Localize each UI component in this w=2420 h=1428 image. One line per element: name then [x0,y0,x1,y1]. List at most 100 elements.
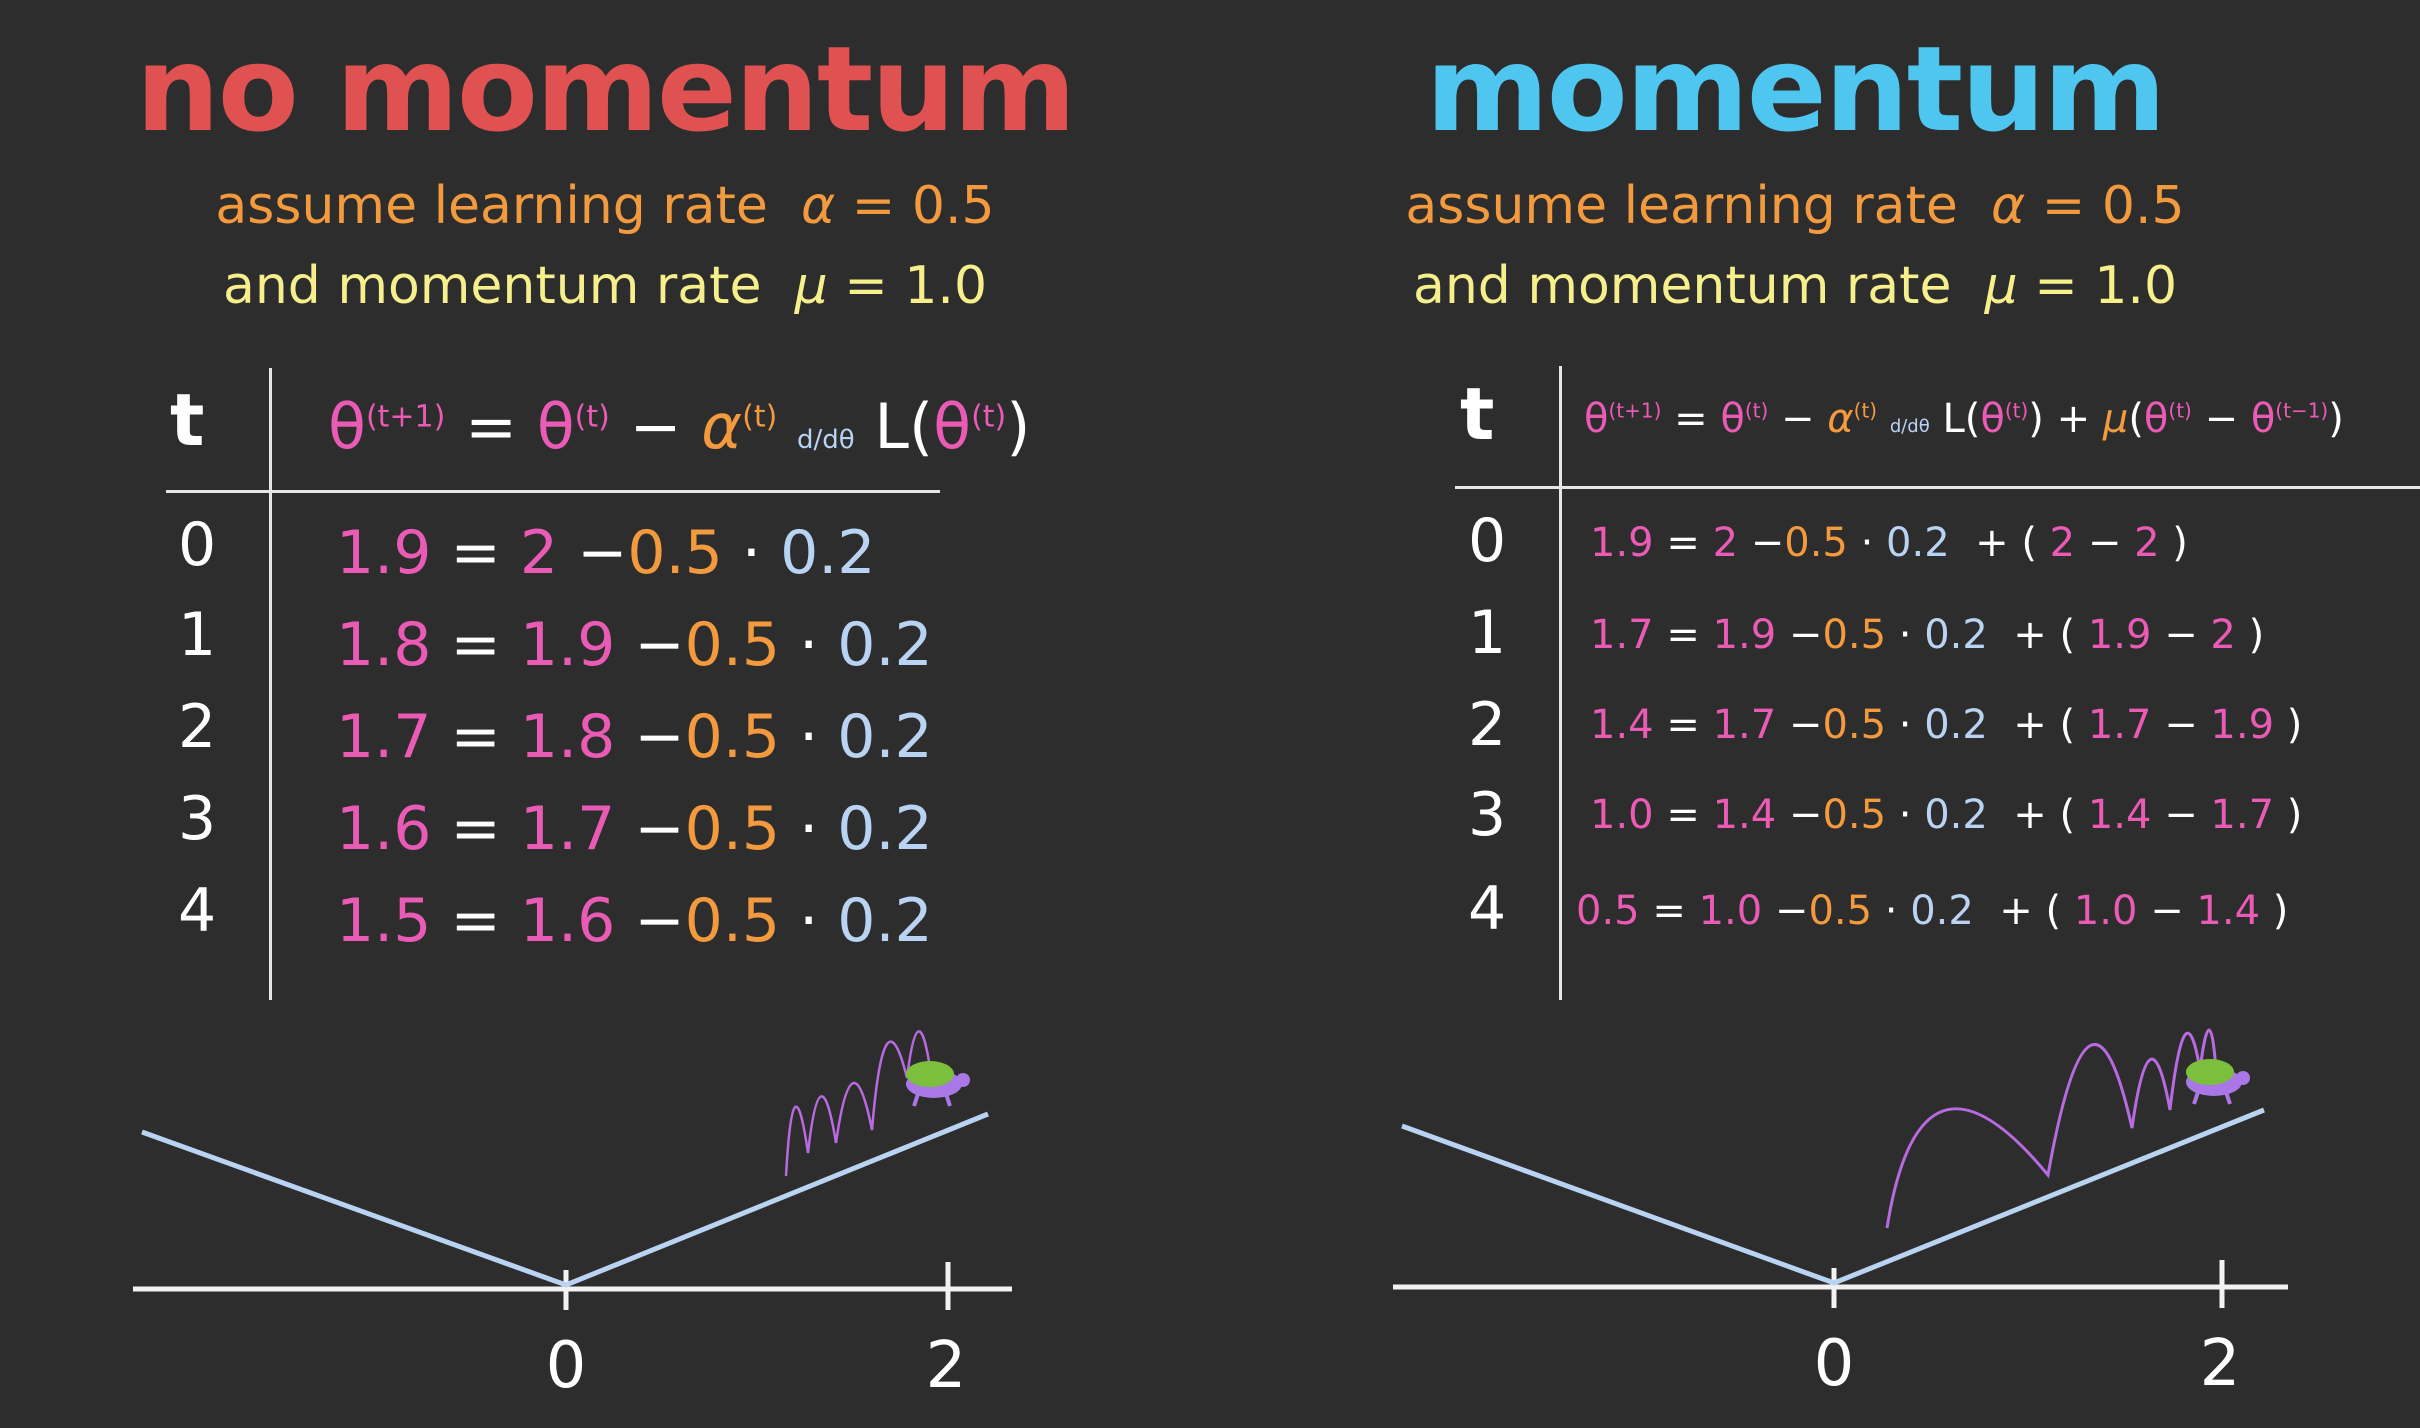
sup-in: (t) [971,399,1007,435]
row-alpha: 0.5 [1784,520,1848,566]
table-header-rule [166,490,940,493]
row-dot: · [1898,612,1912,658]
turtle-icon [2186,1059,2250,1105]
row-dot: · [741,518,761,588]
sup-b: (t−1) [2275,398,2329,423]
momentum-rate-label: and momentum rate [222,256,762,316]
row-open: ( [2021,520,2037,566]
row-plus: + [1999,888,2033,934]
no-momentum-panel: no momentum assume learning rate α = 0.5… [0,20,1210,1403]
row-minus: − [634,794,685,864]
row-theta: 1.7 [519,794,616,864]
sup-next: (t+1) [365,399,446,435]
row-grad: 0.2 [1886,520,1950,566]
learning-rate-value: = 0.5 [851,176,995,236]
row-minus: − [577,518,628,588]
loss-open: L( [1942,396,1981,442]
t-value: 4 [1468,874,1507,944]
loss-curve-diagram: 0 2 [1393,1028,2288,1401]
mu-term: μ [2102,396,2129,442]
row-alpha: 0.5 [1822,792,1887,838]
t-value: 2 [1468,690,1507,760]
t-value: 1 [178,600,217,670]
row-b: 2 [2210,612,2236,658]
row-alpha: 0.5 [684,886,781,956]
momentum-title: momentum [1425,20,2166,158]
row-eq: = [1666,792,1700,838]
formula-minus: − [1781,396,1815,442]
row-eq: = [1666,702,1700,748]
row-dot: · [799,794,819,864]
row-minus: − [634,886,685,956]
momentum-rate-line: and momentum rate μ = 1.0 [1190,256,2400,316]
row-grad: 0.2 [837,702,933,772]
row-dot: · [799,702,819,772]
t-value: 2 [178,692,217,762]
table-row: 1.5 = 1.6 −0.5 · 0.2 [336,886,933,956]
row-grad: 0.2 [1910,888,1974,934]
row-lhs: 1.6 [336,794,432,864]
row-close: ) [2248,612,2265,658]
row-eq: = [450,794,501,864]
learning-rate-line: assume learning rate α = 0.5 [1190,176,2400,236]
row-b: 2 [2134,520,2160,566]
momentum-update-formula: θ(t+1) = θ(t) − α(t) d/dθ L(θ(t)) + μ(θ(… [1584,396,2344,442]
row-eq: = [450,886,501,956]
table-column-rule [1559,366,1562,1000]
derivative: d/dθ [797,425,855,455]
theta-in: θ [933,390,972,463]
no-momentum-title: no momentum [135,20,1077,158]
row-alpha: 0.5 [1822,702,1887,748]
row-minus: − [1788,612,1823,658]
row-m: − [2164,702,2198,748]
row-eq: = [1652,888,1686,934]
row-minus: − [1750,520,1785,566]
table-row: 1.7 = 1.8 −0.5 · 0.2 [336,702,933,772]
row-theta: 2 [1712,520,1739,566]
table-header-rule [1455,486,2420,489]
theta-next: θ [328,390,366,463]
row-plus: + [1975,520,2009,566]
formula-minus: − [629,390,682,463]
row-theta: 1.8 [519,702,616,772]
loss-v-curve [1401,1107,2265,1286]
table-row: 1.9 = 2 −0.5 · 0.2 [336,518,875,588]
sup-next: (t+1) [1608,398,1662,423]
row-b: 1.4 [2196,888,2261,934]
sup-alpha: (t) [742,399,778,435]
t-value: 1 [1468,598,1507,668]
row-close: ) [2286,792,2303,838]
learning-rate-line: assume learning rate α = 0.5 [0,176,1210,236]
table-row: 1.8 = 1.9 −0.5 · 0.2 [336,610,933,680]
row-lhs: 1.7 [336,702,432,772]
row-grad: 0.2 [780,518,876,588]
sup-t: (t) [574,399,610,435]
theta-a: θ [2143,396,2169,442]
axis-label-two: 2 [926,1329,967,1403]
row-lhs: 1.9 [336,518,432,588]
row-theta: 2 [519,518,559,588]
row-minus: − [1788,702,1823,748]
alpha-t: α [701,390,743,463]
row-lhs: 1.7 [1590,612,1654,658]
momentum-panel: momentum assume learning rate α = 0.5 an… [1210,0,2420,1428]
row-eq: = [450,610,501,680]
row-grad: 0.2 [837,610,933,680]
row-alpha: 0.5 [684,610,781,680]
derivative: d/dθ [1889,416,1930,437]
sup-alpha: (t) [1853,398,1878,423]
theta-b: θ [2250,396,2276,442]
row-theta: 1.4 [1712,792,1777,838]
row-alpha: 0.5 [1822,612,1887,658]
row-open: ( [2059,792,2076,838]
row-a: 1.0 [2073,888,2138,934]
row-lhs: 1.9 [1590,520,1654,566]
row-alpha: 0.5 [1808,888,1873,934]
row-close: ) [2286,702,2303,748]
row-minus: − [1788,792,1823,838]
mu-symbol: μ [1984,256,2018,316]
row-grad: 0.2 [1924,702,1988,748]
row-eq: = [450,702,501,772]
t-value: 3 [178,784,217,854]
formula-minus2: − [2204,396,2239,442]
